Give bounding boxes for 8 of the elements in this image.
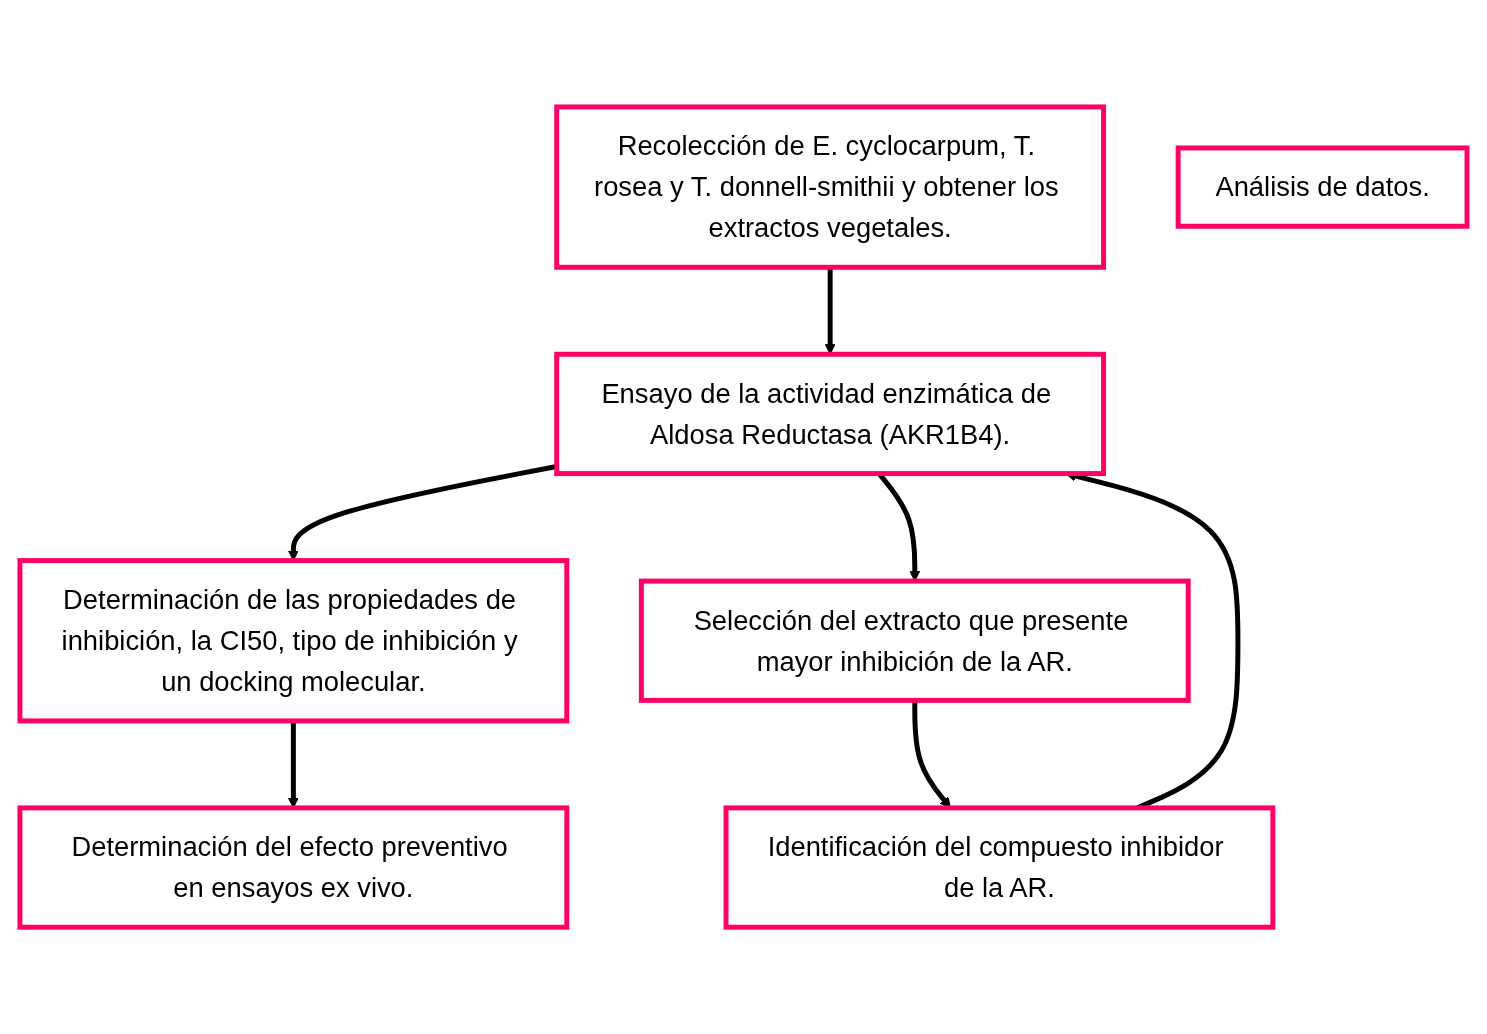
node-box: Recolección de E. cyclocarpum, T. rosea y T. donnell-smithii y obtener los extractos vegetales. [554,104,1107,270]
node-box: Análisis de datos. [1175,145,1470,229]
node-box: Determinación de las propiedades de inhibición, la CI50, tipo de inhibición y un docking molecular. [17,558,570,724]
node-box: Determinación del efecto preventivo en ensayos ex vivo. [17,805,570,930]
node-box: Identificación del compuesto inhibidor de la AR. [723,805,1276,930]
arrow [824,267,836,355]
node-box: Ensayo de la actividad enzimática de Aldosa Reductasa (AKR1B4). [554,351,1107,476]
node-box: Selección del extracto que presente mayor inhibición de la AR. [638,578,1191,703]
